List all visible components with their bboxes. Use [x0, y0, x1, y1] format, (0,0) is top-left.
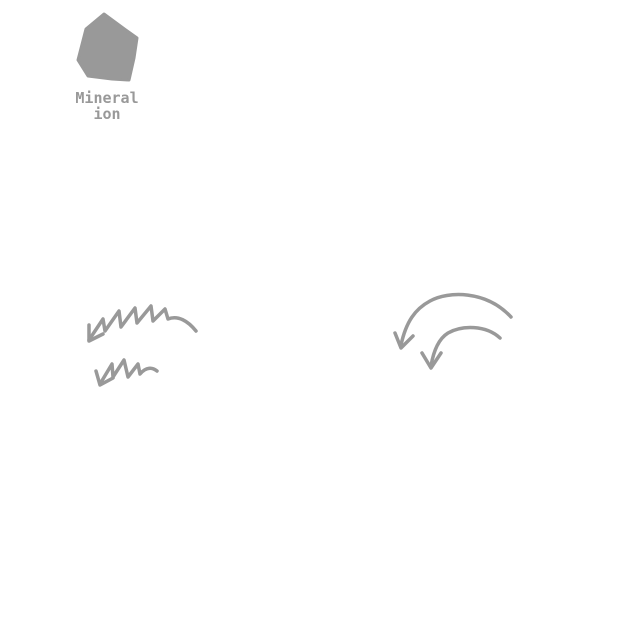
curved-arrow-inner — [429, 325, 502, 368]
curved-arrows-group — [393, 292, 513, 370]
mineral-label-line2: ion — [93, 105, 120, 123]
mineral-ion-group: Mineral ion — [75, 12, 139, 123]
zigzag-arrows-group — [87, 304, 198, 387]
zigzag-arrowhead-lower — [94, 369, 115, 387]
mineral-label-line1: Mineral — [75, 89, 138, 107]
zigzag-arrowhead-upper — [87, 323, 105, 343]
curved-arrowhead-outer — [393, 331, 415, 350]
mineral-rock-icon — [76, 12, 139, 82]
curved-arrowhead-inner — [420, 351, 443, 370]
zigzag-arrow-lower — [98, 358, 159, 386]
curved-arrow-outer — [399, 292, 513, 347]
zigzag-arrow-upper — [87, 304, 198, 342]
